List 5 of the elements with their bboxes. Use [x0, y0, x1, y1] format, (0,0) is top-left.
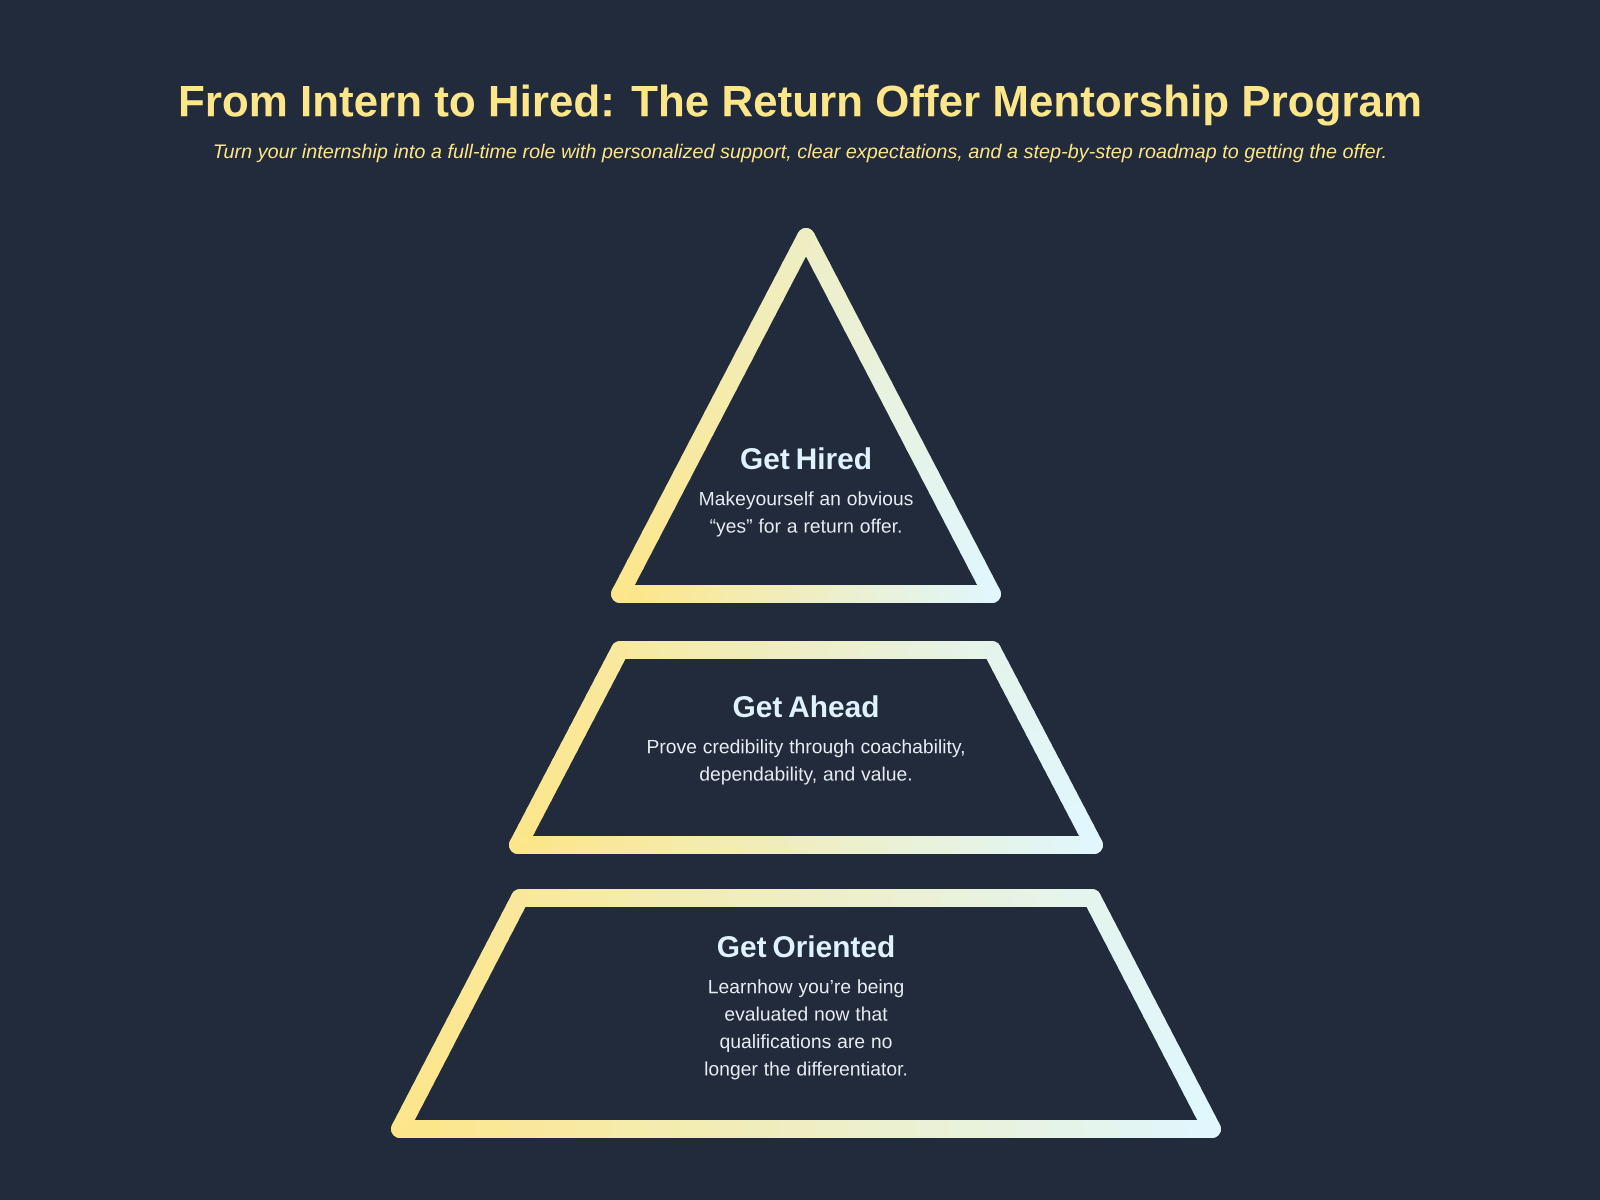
pyramid-tier: Get Hired Makeyourself an obvious “yes” for a return offer.: [611, 228, 1001, 603]
title: From Intern to Hired: The Return Offer Mentorship Program: [180, 84, 1420, 126]
pyramid-tier: Get Ahead Prove credibility through coachability, dependability, and value.: [509, 641, 1103, 854]
subtitle: Turn your internship into a full-time role with personalized support, clear expectations, and a step-by-step roadmap to getting the offer.: [214, 143, 1385, 163]
pyramid-tier: Get Oriented Learnhow you’re being evaluated now that qualifications are no longer the differentiator.: [391, 889, 1221, 1138]
